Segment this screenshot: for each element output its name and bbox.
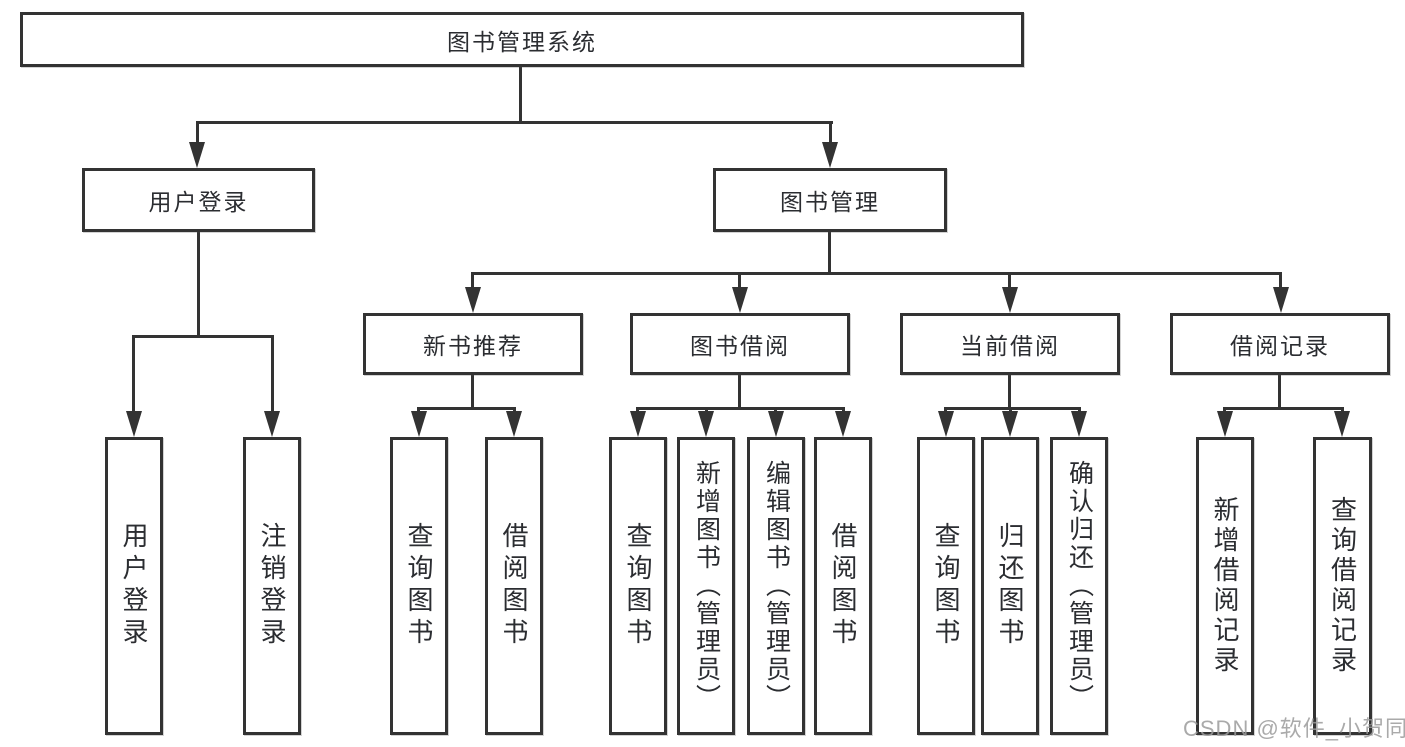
connector-line [132,335,135,417]
arrow-down-icon [630,411,646,437]
node-book-management-label: 图书管理 [780,189,880,215]
node-new-book-recommend-label: 新书推荐 [423,333,523,359]
arrow-down-icon [1002,287,1018,313]
arrow-down-icon [1002,411,1018,437]
leaf-query-book-1: 查询图书 [390,437,448,735]
connector-line [1008,375,1011,410]
leaf-add-borrow-record: 新增借阅记录 [1196,437,1254,735]
connector-line [1008,272,1011,292]
connector-line [1279,272,1282,292]
arrow-down-icon [822,142,838,168]
leaf-add-book-admin: 新增图书（管理员） [677,437,735,735]
connector-line [828,232,831,275]
leaf-return-book-label: 归还图书 [995,522,1025,650]
connector-line [471,272,474,292]
leaf-add-borrow-record-label: 新增借阅记录 [1210,496,1240,676]
arrow-down-icon [411,411,427,437]
connector-line [944,407,1081,410]
node-borrow-record: 借阅记录 [1170,313,1390,375]
leaf-user-login-label: 用户登录 [119,522,149,650]
connector-line [519,67,522,124]
leaf-logout: 注销登录 [243,437,301,735]
leaf-query-book-2-label: 查询图书 [623,522,653,650]
leaf-confirm-return-admin-label: 确认归还（管理员） [1065,460,1094,712]
connector-line [417,407,516,410]
node-user-login-label: 用户登录 [148,189,249,215]
connector-line [738,272,741,292]
leaf-query-book-3-label: 查询图书 [931,522,961,650]
connector-line [471,375,474,410]
leaf-query-book-1-label: 查询图书 [404,522,434,650]
arrow-down-icon [732,287,748,313]
arrow-down-icon [126,411,142,437]
node-book-management: 图书管理 [713,168,947,232]
node-borrow-record-label: 借阅记录 [1230,333,1330,359]
leaf-borrow-book-2: 借阅图书 [814,437,872,735]
connector-line [636,407,845,410]
connector-line [196,121,199,149]
leaf-borrow-book-1-label: 借阅图书 [499,522,529,650]
arrow-down-icon [698,411,714,437]
node-current-borrow-label: 当前借阅 [960,333,1060,359]
node-user-login: 用户登录 [82,168,315,232]
leaf-borrow-book-1: 借阅图书 [485,437,543,735]
arrow-down-icon [264,411,280,437]
arrow-down-icon [938,411,954,437]
connector-line [196,121,833,124]
arrow-down-icon [768,411,784,437]
arrow-down-icon [835,411,851,437]
leaf-edit-book-admin-label: 编辑图书（管理员） [762,460,791,712]
leaf-edit-book-admin: 编辑图书（管理员） [747,437,805,735]
leaf-logout-label: 注销登录 [257,522,287,650]
arrow-down-icon [1217,411,1233,437]
arrow-down-icon [1071,411,1087,437]
leaf-query-book-2: 查询图书 [609,437,667,735]
leaf-query-borrow-record-label: 查询借阅记录 [1327,496,1358,676]
arrow-down-icon [1334,411,1350,437]
leaf-query-borrow-record: 查询借阅记录 [1313,437,1372,735]
connector-line [738,375,741,410]
connector-line [829,121,832,149]
node-new-book-recommend: 新书推荐 [363,313,583,375]
connector-line [471,272,1282,275]
node-current-borrow: 当前借阅 [900,313,1120,375]
leaf-user-login: 用户登录 [105,437,163,735]
connector-line [197,232,200,338]
arrow-down-icon [465,287,481,313]
watermark: CSDN @软件_小贺同学 [1183,716,1405,741]
leaf-query-book-3: 查询图书 [917,437,975,735]
connector-line [271,335,274,417]
arrow-down-icon [506,411,522,437]
leaf-add-book-admin-label: 新增图书（管理员） [692,460,721,712]
arrow-down-icon [1273,287,1289,313]
node-root: 图书管理系统 [20,12,1024,67]
node-root-label: 图书管理系统 [447,28,597,55]
arrow-down-icon [189,142,205,168]
connector-line [1278,375,1281,410]
node-book-borrow-label: 图书借阅 [690,333,790,359]
leaf-return-book: 归还图书 [981,437,1039,735]
connector-line [1223,407,1344,410]
leaf-confirm-return-admin: 确认归还（管理员） [1050,437,1108,735]
leaf-borrow-book-2-label: 借阅图书 [828,522,858,650]
connector-line [132,335,274,338]
node-book-borrow: 图书借阅 [630,313,850,375]
